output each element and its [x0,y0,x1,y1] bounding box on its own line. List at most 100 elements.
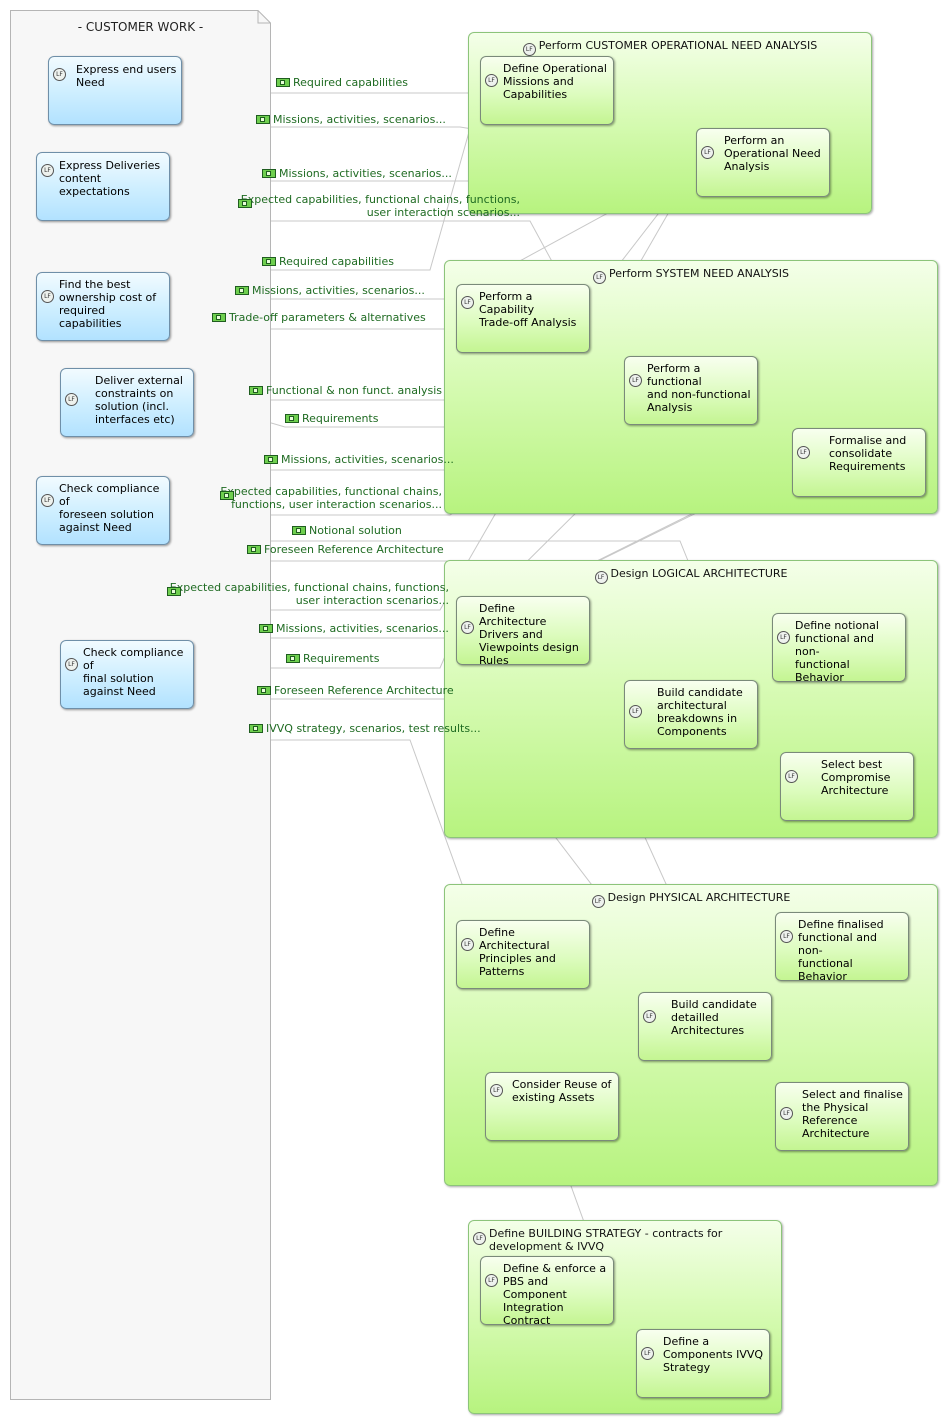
functional-exchange-icon [235,286,249,295]
group-title: Define BUILDING STRATEGY - contracts for… [489,1227,723,1253]
flow-label[interactable]: Functional & non funct. analysis [249,384,442,397]
activity-label: Formalise and consolidate Requirements [829,434,907,473]
lf-icon: LF [485,1274,498,1287]
flow-label[interactable]: Expected capabilities, functional chains… [167,581,449,607]
functional-exchange-icon [167,587,181,596]
flow-label[interactable]: IVVQ strategy, scenarios, test results..… [249,722,481,735]
activity-express-end-users-need[interactable]: LF Express end users Need [48,56,182,125]
functional-exchange-icon [262,169,276,178]
activity-label: Define Architecture Drivers and Viewpoin… [479,602,579,667]
activity-define-pbs-contract[interactable]: LF Define & enforce a PBS and Component … [480,1256,614,1327]
flow-label[interactable]: Required capabilities [262,255,394,268]
activity-find-best-ownership-cost[interactable]: LF Find the best ownership cost of requi… [36,272,170,341]
activity-build-candidate-breakdowns[interactable]: LF Build candidate architectural breakdo… [624,680,758,749]
activity-build-candidate-detailled[interactable]: LF Build candidate detailled Architectur… [638,992,772,1061]
activity-formalise-requirements[interactable]: LF Formalise and consolidate Requirement… [792,428,926,497]
activity-label: Define finalised functional and non- fun… [798,918,884,983]
lf-icon: LF [53,68,66,81]
lf-icon: LF [591,895,605,908]
functional-exchange-icon [220,491,234,500]
activity-define-architecture-drivers[interactable]: LF Define Architecture Drivers and Viewp… [456,596,590,667]
flow-label[interactable]: Expected capabilities, functional chains… [238,193,520,219]
lf-icon: LF [65,393,78,406]
lf-icon: LF [701,146,714,159]
lf-icon: LF [41,494,54,507]
functional-exchange-icon [247,545,261,554]
group-title: Design PHYSICAL ARCHITECTURE [607,891,791,904]
group-title: Perform SYSTEM NEED ANALYSIS [609,267,789,280]
flow-label[interactable]: Foreseen Reference Architecture [257,684,454,697]
flow-label[interactable]: Missions, activities, scenarios... [235,284,425,297]
activity-define-finalised-behavior[interactable]: LF Define finalised functional and non- … [775,912,909,983]
functional-exchange-icon [285,414,299,423]
lf-icon: LF [643,1010,656,1023]
flow-label[interactable]: Required capabilities [276,76,408,89]
activity-label: Consider Reuse of existing Assets [512,1078,612,1104]
activity-capability-trade-off[interactable]: LF Perform a Capability Trade-off Analys… [456,284,590,353]
functional-exchange-icon [249,386,263,395]
activity-express-deliveries[interactable]: LF Express Deliveries content expectatio… [36,152,170,221]
flow-label[interactable]: Requirements [286,652,379,665]
activity-label: Perform an Operational Need Analysis [724,134,821,173]
flow-label[interactable]: Trade-off parameters & alternatives [212,311,426,324]
customer-work-title: - CUSTOMER WORK - [77,20,204,34]
lf-icon: LF [485,74,498,87]
functional-exchange-icon [257,686,271,695]
activity-define-notional-behavior[interactable]: LF Define notional functional and non- f… [772,613,906,684]
activity-select-physical-reference[interactable]: LF Select and finalise the Physical Refe… [775,1082,909,1151]
activity-label: Define a Components IVVQ Strategy [663,1335,764,1374]
flow-label[interactable]: Missions, activities, scenarios... [262,167,452,180]
lf-icon: LF [461,296,474,309]
activity-check-compliance-foreseen[interactable]: LF Check compliance of foreseen solution… [36,476,170,545]
activity-label: Find the best ownership cost of required… [59,278,157,330]
group-title: Perform CUSTOMER OPERATIONAL NEED ANALYS… [538,39,818,52]
activity-functional-analysis[interactable]: LF Perform a functional and non-function… [624,356,758,425]
functional-exchange-icon [238,199,252,208]
functional-exchange-icon [292,526,306,535]
activity-define-architectural-principles[interactable]: LF Define Architectural Principles and P… [456,920,590,989]
activity-deliver-external-constraints[interactable]: LF Deliver external constraints on solut… [60,368,194,437]
activity-label: Select best Compromise Architecture [821,758,891,797]
activity-label: Build candidate architectural breakdowns… [657,686,743,738]
activity-label: Define Operational Missions and Capabili… [503,62,607,101]
flow-label[interactable]: Missions, activities, scenarios... [264,453,454,466]
activity-label: Define Architectural Principles and Patt… [479,926,556,978]
activity-label: Perform a Capability Trade-off Analysis [479,290,577,329]
activity-label: Perform a functional and non-functional … [647,362,751,414]
functional-exchange-icon [262,257,276,266]
activity-select-best-compromise[interactable]: LF Select best Compromise Architecture [780,752,914,821]
lf-icon: LF [461,938,474,951]
flow-label[interactable]: Expected capabilities, functional chains… [220,485,442,511]
activity-perform-operational-need-analysis[interactable]: LF Perform an Operational Need Analysis [696,128,830,197]
flow-label[interactable]: Missions, activities, scenarios... [259,622,449,635]
activity-check-compliance-final[interactable]: LF Check compliance of final solution ag… [60,640,194,709]
activity-label: Build candidate detailled Architectures [671,998,757,1037]
lf-icon: LF [777,631,790,644]
flow-label[interactable]: Missions, activities, scenarios... [256,113,446,126]
activity-define-operational-missions[interactable]: LF Define Operational Missions and Capab… [480,56,614,125]
functional-exchange-icon [264,455,278,464]
functional-exchange-icon [249,724,263,733]
functional-exchange-icon [256,115,270,124]
activity-label: Define & enforce a PBS and Component Int… [503,1262,607,1327]
activity-label: Express Deliveries content expectations [59,159,161,198]
flow-label[interactable]: Foreseen Reference Architecture [247,543,444,556]
lf-icon: LF [785,770,798,783]
activity-label: Check compliance of final solution again… [83,646,184,698]
functional-exchange-icon [276,78,290,87]
lf-icon: LF [473,1232,486,1245]
lf-icon: LF [780,1107,793,1120]
activity-define-ivvq-strategy[interactable]: LF Define a Components IVVQ Strategy [636,1329,770,1398]
activity-label: Deliver external constraints on solution… [95,374,183,426]
flow-label[interactable]: Notional solution [292,524,402,537]
activity-label: Define notional functional and non- func… [795,619,879,684]
activity-consider-reuse[interactable]: LF Consider Reuse of existing Assets [485,1072,619,1141]
lf-icon: LF [594,571,608,584]
lf-icon: LF [797,446,810,459]
activity-label: Express end users Need [76,63,177,89]
lf-icon: LF [490,1084,503,1097]
lf-icon: LF [461,621,474,634]
activity-label: Select and finalise the Physical Referen… [802,1088,903,1140]
functional-exchange-icon [259,624,273,633]
flow-label[interactable]: Requirements [285,412,378,425]
